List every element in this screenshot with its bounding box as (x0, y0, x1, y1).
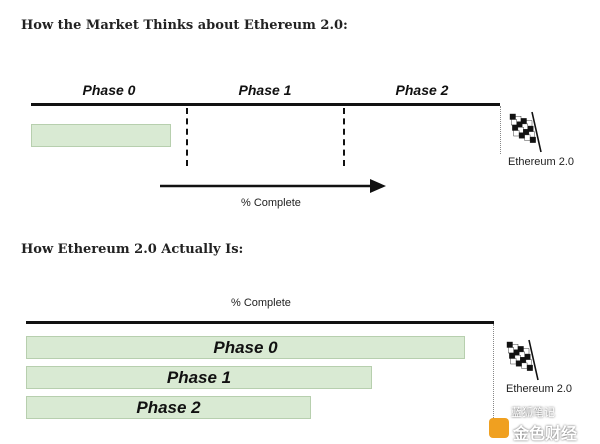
finish-line-marker-2 (493, 324, 494, 424)
phase-2-bar: Phase 2 (26, 396, 311, 419)
phase-0-label: Phase 0 (82, 82, 136, 98)
arrow-label: % Complete (241, 197, 301, 209)
phase-1-label: Phase 1 (238, 82, 292, 98)
phase-2-bar-label: Phase 2 (136, 397, 201, 417)
finish-line-marker (500, 106, 501, 154)
phase-0-bar-label: Phase 0 (213, 337, 278, 357)
flag-cell (529, 136, 536, 143)
flag-cell (524, 134, 531, 141)
flag-cell (508, 347, 514, 354)
section1-title: How the Market Thinks about Ethereum 2.0… (21, 18, 348, 33)
watermark-logo-icon (489, 418, 509, 438)
phase-2-label: Phase 2 (395, 82, 449, 98)
flag-cell (506, 341, 513, 348)
finish-label-2: Ethereum 2.0 (506, 383, 573, 395)
progress-arrow (160, 179, 386, 193)
timeline-line (31, 103, 500, 106)
axis-label: % Complete (231, 297, 291, 309)
flag-cell (509, 352, 516, 359)
phase-0-progress-bar (31, 124, 171, 147)
finish-label-1: Ethereum 2.0 (508, 156, 575, 168)
phase-0-bar: Phase 0 (26, 336, 465, 359)
flag-cell (521, 362, 528, 369)
flag-cell (513, 130, 520, 137)
flag-cell (511, 119, 517, 126)
section2-title: How Ethereum 2.0 Actually Is: (21, 242, 244, 257)
phase-divider-2 (343, 108, 345, 166)
watermark: 蓝狐笔记 金色财经 (489, 404, 597, 443)
phase-1-bar: Phase 1 (26, 366, 372, 389)
flag-cell (510, 358, 517, 365)
flag-cell (518, 132, 525, 139)
flag-cell (509, 113, 516, 120)
completion-line (26, 321, 494, 324)
flag-cell (526, 364, 533, 371)
phase-1-bar-label: Phase 1 (166, 367, 232, 387)
phase-divider-1 (186, 108, 188, 166)
watermark-line2: 金色财经 (513, 426, 578, 443)
flag-cell (512, 124, 519, 131)
watermark-line1: 蓝狐笔记 (511, 407, 555, 419)
checkered-flag-icon-2 (506, 339, 539, 381)
checkered-flag-icon (509, 111, 542, 153)
flag-cell (515, 360, 522, 367)
